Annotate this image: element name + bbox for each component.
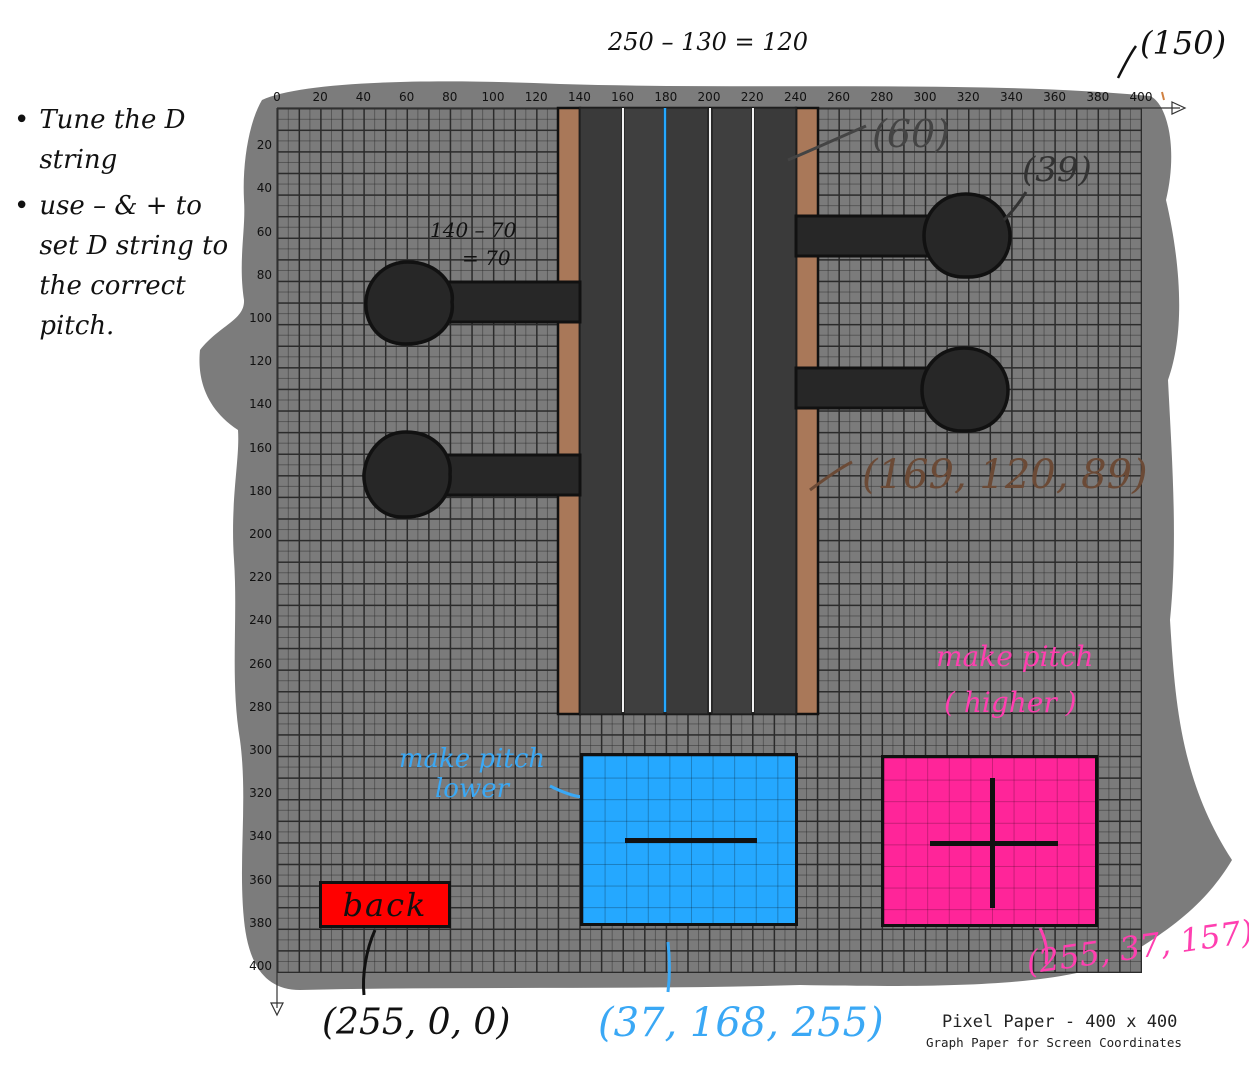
- x-tick-label: 300: [913, 90, 937, 104]
- x-tick-label: 360: [1043, 90, 1067, 104]
- x-tick-label: 340: [999, 90, 1023, 104]
- pointer-peg: [1002, 191, 1028, 222]
- x-tick-label: 160: [611, 90, 635, 104]
- fingerboard-gray-note: (60): [872, 112, 951, 156]
- plus-note-2: ( higher ): [944, 686, 1077, 719]
- y-tick-label: 300: [249, 743, 272, 757]
- peg-shaft-right-bottom: [794, 366, 940, 410]
- instructions: • Tune the D string • use – & + to set D…: [14, 100, 239, 346]
- x-tick-label: 380: [1086, 90, 1110, 104]
- pointer-minus: [549, 784, 583, 799]
- minus-icon: [625, 838, 757, 843]
- x-tick-label: 260: [827, 90, 851, 104]
- y-tick-label: 280: [249, 699, 272, 714]
- wood-color-note: (169, 120, 89): [862, 452, 1148, 498]
- y-tick-label: 180: [249, 483, 272, 498]
- make-pitch-lower-button[interactable]: –: [580, 753, 798, 926]
- top-calc-note: 250 – 130 = 120: [608, 28, 809, 56]
- x-tick-label: 120: [524, 90, 548, 104]
- pointer-top-right: [1116, 45, 1138, 79]
- y-tick-label: 380: [249, 915, 272, 930]
- y-tick-label: 340: [249, 829, 272, 844]
- minus-color-note: (37, 168, 255): [598, 1000, 884, 1046]
- y-tick-label: 360: [249, 872, 272, 887]
- y-tick-label: 240: [249, 613, 272, 628]
- plus-icon-vertical: [990, 778, 995, 908]
- left-wood-strip: [556, 106, 582, 716]
- instruction-item: • Tune the D string: [14, 105, 186, 175]
- y-tick-label: 80: [256, 267, 272, 282]
- peg-head-right-top: [922, 192, 1012, 279]
- peg-shaft-left-top: [436, 280, 582, 324]
- peg-head-left-bottom: [362, 430, 452, 519]
- footer-subtitle: Graph Paper for Screen Coordinates: [926, 1035, 1182, 1050]
- peg-shaft-left-bottom: [436, 453, 582, 497]
- y-tick-label: 40: [256, 181, 272, 196]
- back-button[interactable]: back: [319, 881, 451, 928]
- instruction-item: • use – & + to set D string to the corre…: [14, 191, 229, 341]
- peg-head-left-top: [364, 260, 455, 346]
- x-tick-label: 240: [783, 90, 807, 104]
- y-tick-label: 200: [249, 527, 272, 541]
- make-pitch-higher-button[interactable]: +: [881, 755, 1098, 927]
- y-tick-label: 220: [249, 570, 272, 585]
- x-tick-label: 80: [442, 90, 458, 104]
- x-tick-label: 200: [697, 90, 721, 104]
- back-color-note: (255, 0, 0): [322, 1002, 511, 1043]
- x-tick-label: 20: [312, 90, 328, 104]
- x-tick-label: 280: [870, 90, 894, 104]
- peg-calc-note-2: = 70: [462, 246, 511, 270]
- peg-gray-note: (39): [1022, 150, 1092, 190]
- y-tick-label: 120: [249, 354, 272, 369]
- x-tick-label: 400: [1129, 90, 1153, 104]
- plus-note-1: make pitch: [936, 640, 1094, 673]
- peg-calc-note-1: 140 – 70: [430, 218, 517, 242]
- y-tick-label: 20: [256, 138, 272, 153]
- x-tick-label: 180: [654, 90, 678, 104]
- x-tick-label: 220: [740, 90, 764, 104]
- y-tick-label: 100: [249, 311, 272, 325]
- y-tick-label: 60: [256, 224, 272, 239]
- top-right-note: (150): [1140, 24, 1227, 62]
- y-axis-arrow-icon: [270, 1002, 284, 1017]
- peg-head-right-bottom: [920, 346, 1010, 433]
- y-tick-label: 400: [249, 959, 272, 973]
- x-tick-label: 320: [956, 90, 980, 104]
- y-tick-label: 320: [249, 786, 272, 801]
- pointer-wood: [809, 460, 853, 492]
- pointer-fingerboard: [787, 124, 867, 162]
- back-button-label: back: [342, 885, 428, 924]
- x-axis-arrow-icon: [1171, 101, 1187, 115]
- pointer-plus-color: [1038, 927, 1049, 965]
- x-tick-label: 0: [273, 90, 281, 104]
- minus-note: make pitch lower: [398, 744, 546, 804]
- pointer-back: [362, 929, 377, 996]
- footer-title: Pixel Paper - 400 x 400: [942, 1012, 1178, 1032]
- right-wood-strip: [794, 106, 820, 716]
- x-tick-label: 40: [355, 90, 372, 104]
- y-tick-label: 260: [249, 656, 272, 671]
- y-tick-label: 140: [249, 397, 272, 412]
- x-tick-label: 140: [567, 90, 591, 104]
- y-tick-label: 160: [249, 440, 272, 455]
- x-tick-label: 60: [398, 90, 415, 104]
- x-tick-label: 100: [481, 90, 505, 104]
- peg-shaft-right-top: [794, 214, 940, 258]
- pointer-minus-color: [666, 941, 671, 993]
